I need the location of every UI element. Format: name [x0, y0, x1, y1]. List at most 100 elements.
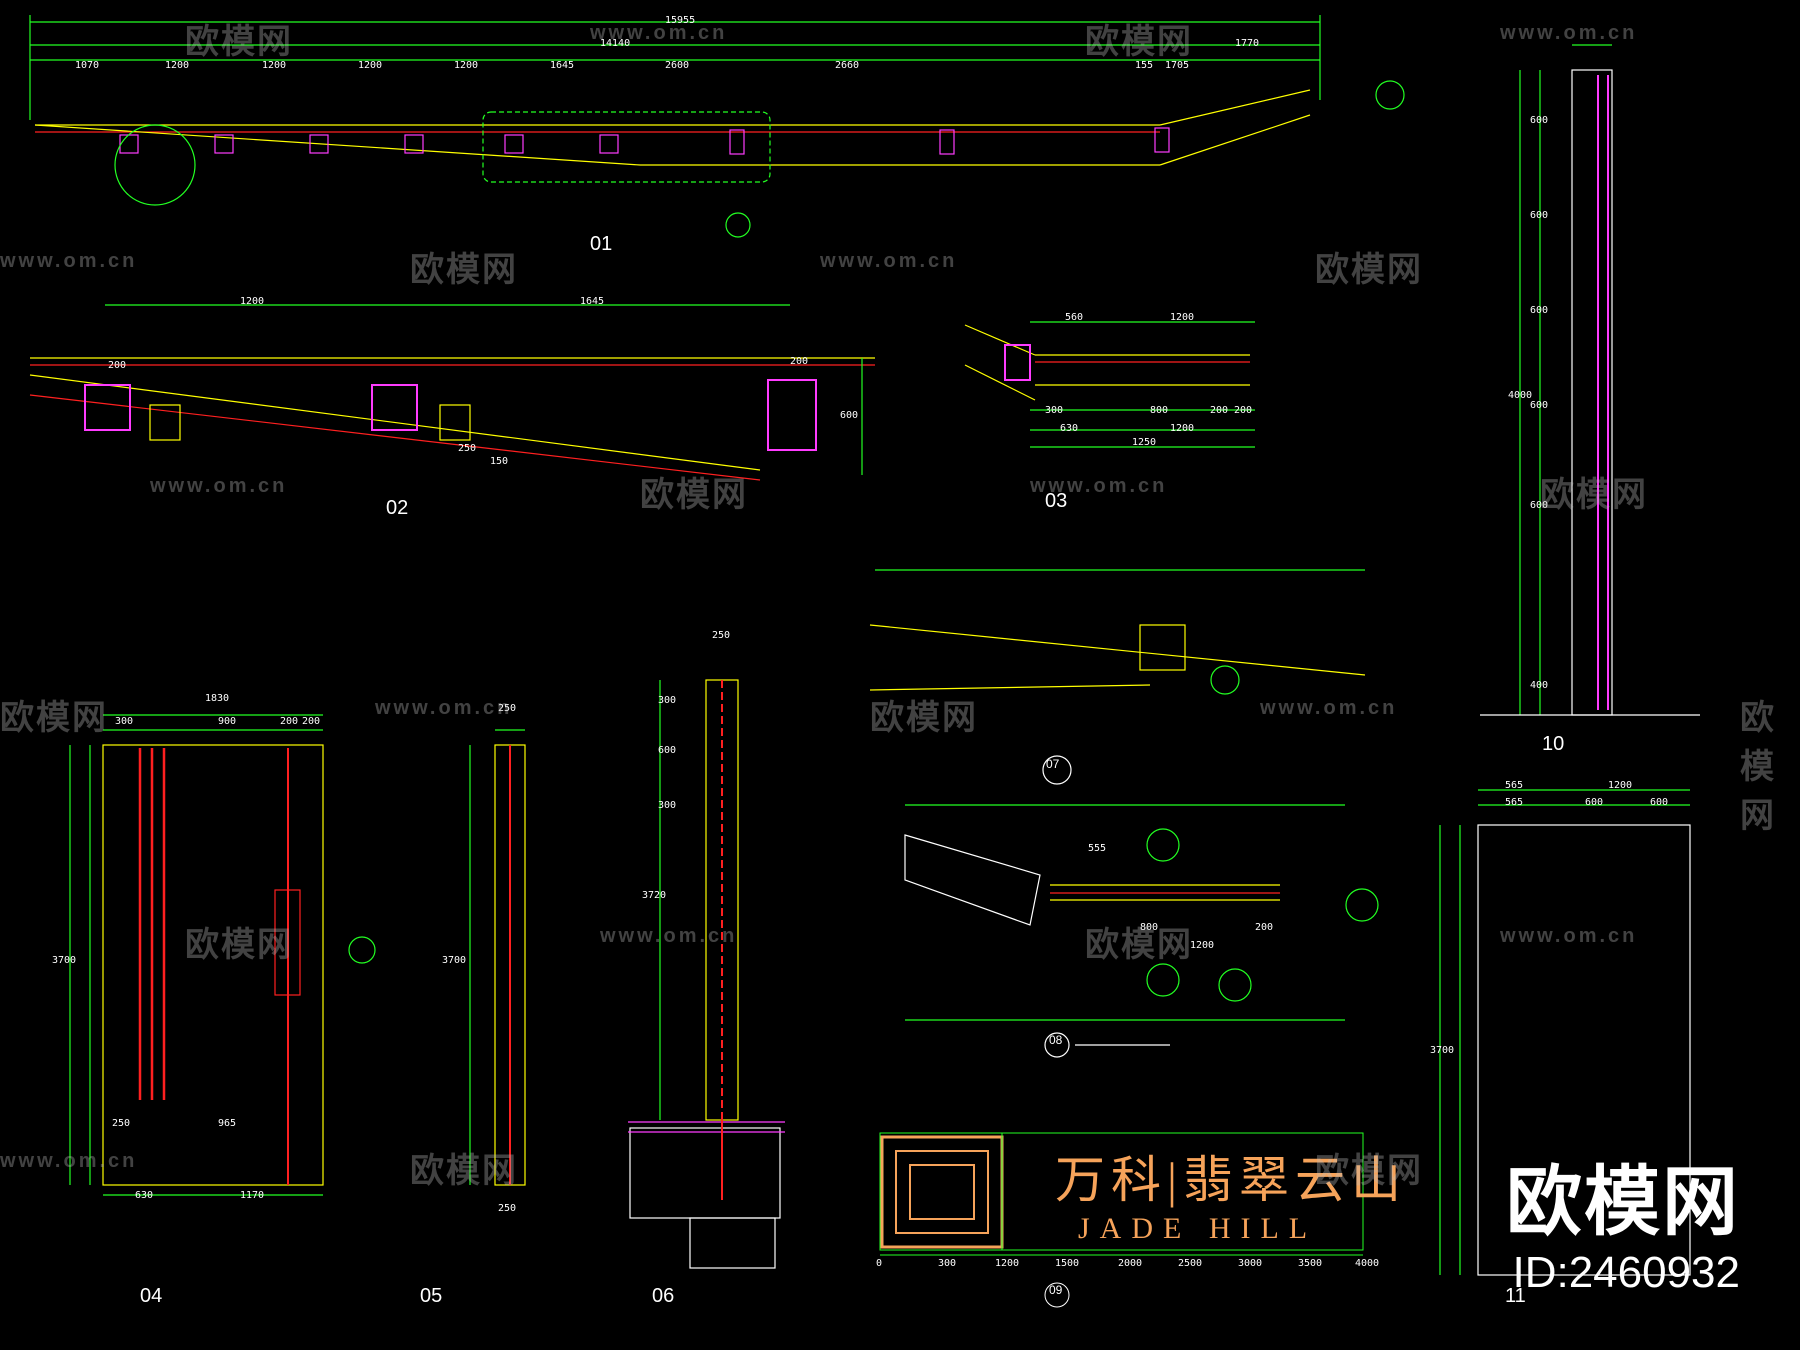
- dim-text: 555: [1088, 843, 1107, 854]
- detail-09-sign-board: [879, 1132, 1364, 1308]
- detail-label-05: 05: [420, 1285, 443, 1307]
- dim-text: 1200: [358, 60, 383, 71]
- dim-text: 0: [876, 1258, 883, 1269]
- dim-text: 300: [658, 800, 677, 811]
- watermark-logo-text: 欧模网: [1085, 926, 1193, 964]
- dim-text: 200: [108, 360, 127, 371]
- sign-english-text: JADE HILL: [1078, 1212, 1318, 1245]
- dim-text: 3720: [642, 890, 667, 901]
- brand-logo-text: 欧模网: [1506, 1160, 1740, 1245]
- dim-text: 250: [498, 703, 517, 714]
- dim-text: 800: [1150, 405, 1169, 416]
- dim-text: 15955: [665, 15, 696, 26]
- sign-chinese-text: 万科|翡翠云山: [1055, 1152, 1408, 1208]
- dim-text: 250: [112, 1118, 131, 1129]
- dim-text: 200: [790, 356, 809, 367]
- detail-03-section: [964, 321, 1255, 448]
- dim-text: 600: [1530, 115, 1549, 126]
- watermark-logo-text: 欧模网: [1315, 1152, 1423, 1190]
- dim-text: 200: [280, 716, 299, 727]
- dim-text: 3700: [52, 955, 77, 966]
- watermark-logo-text: 欧模网: [1740, 699, 1776, 835]
- watermark-logo-text: 欧模网: [1085, 23, 1193, 61]
- dim-text: 1705: [1165, 60, 1190, 71]
- watermark-logo-text: 欧模网: [410, 251, 518, 289]
- detail-label-02: 02: [386, 497, 409, 519]
- dim-text: 1200: [1608, 780, 1633, 791]
- dim-text: 2500: [1178, 1258, 1203, 1269]
- dim-text: 3000: [1238, 1258, 1263, 1269]
- dim-text: 4000: [1508, 390, 1533, 401]
- dim-text: 250: [712, 630, 731, 641]
- detail-label-11: 11: [1505, 1285, 1526, 1307]
- watermark-url: www.om.cn: [820, 250, 958, 272]
- dim-text: 2000: [1118, 1258, 1143, 1269]
- dim-text: 1070: [75, 60, 100, 71]
- dim-text: 900: [218, 716, 237, 727]
- dim-text: 1200: [454, 60, 479, 71]
- dim-text: 3700: [1430, 1045, 1455, 1056]
- dim-text: 1250: [1132, 437, 1157, 448]
- dim-text: 630: [1060, 423, 1079, 434]
- dim-text: 300: [938, 1258, 957, 1269]
- dim-text: 1200: [1170, 423, 1195, 434]
- dim-text: 155: [1135, 60, 1154, 71]
- dim-text: 300: [115, 716, 134, 727]
- dim-text: 600: [840, 410, 859, 421]
- watermark-logo-text: 欧模网: [640, 476, 748, 514]
- dim-text: 1170: [240, 1190, 265, 1201]
- dim-text: 1770: [1235, 38, 1260, 49]
- dim-text: 1500: [1055, 1258, 1080, 1269]
- detail-label-04: 04: [140, 1285, 163, 1307]
- dim-text: 1645: [550, 60, 575, 71]
- dim-text: 565: [1505, 797, 1524, 808]
- dim-text: 300: [1045, 405, 1064, 416]
- dim-text: 3500: [1298, 1258, 1323, 1269]
- dim-text: 600: [658, 745, 677, 756]
- dim-text: 630: [135, 1190, 154, 1201]
- detail-08-section: [904, 804, 1379, 1058]
- dim-text: 600: [1530, 500, 1549, 511]
- dim-text: 300: [658, 695, 677, 706]
- dim-text: 400: [1530, 680, 1549, 691]
- watermark-url: www.om.cn: [1260, 697, 1398, 719]
- detail-label-09: 09: [1049, 1283, 1063, 1297]
- dim-text: 1200: [240, 296, 265, 307]
- dim-text: 4000: [1355, 1258, 1380, 1269]
- detail-label-01: 01: [590, 233, 613, 255]
- dim-text: 200: [1234, 405, 1253, 416]
- watermark-url: www.om.cn: [0, 1150, 138, 1172]
- dim-text: 1830: [205, 693, 230, 704]
- detail-11-elevation: [1439, 789, 1691, 1276]
- watermark-logo-text: 欧模网: [1540, 476, 1648, 514]
- watermark-logo-text: 欧模网: [185, 926, 293, 964]
- dim-text: 200: [302, 716, 321, 727]
- dim-text: 600: [1650, 797, 1669, 808]
- dim-text: 600: [1585, 797, 1604, 808]
- dim-text: 3700: [442, 955, 467, 966]
- dim-text: 150: [490, 456, 509, 467]
- watermark-url: www.om.cn: [375, 697, 513, 719]
- detail-07-section: [869, 569, 1366, 785]
- watermark-logo-text: 欧模网: [0, 699, 108, 737]
- watermark-url: www.om.cn: [0, 250, 138, 272]
- dim-text: 1200: [995, 1258, 1020, 1269]
- dim-text: 1645: [580, 296, 605, 307]
- dim-text: 1200: [165, 60, 190, 71]
- watermark-url: www.om.cn: [590, 22, 728, 44]
- watermark-logo-text: 欧模网: [1315, 251, 1423, 289]
- watermark-url: www.om.cn: [1500, 925, 1638, 947]
- detail-06-column-section: [628, 679, 785, 1269]
- detail-04-elevation: [69, 714, 376, 1196]
- dim-text: 250: [458, 443, 477, 454]
- dim-text: 560: [1065, 312, 1084, 323]
- detail-label-06: 06: [652, 1285, 675, 1307]
- dim-text: 200: [1210, 405, 1229, 416]
- dim-text: 565: [1505, 780, 1524, 791]
- dim-text: 1200: [1190, 940, 1215, 951]
- dim-text: 600: [1530, 210, 1549, 221]
- detail-label-07: 07: [1046, 757, 1060, 771]
- dim-text: 800: [1140, 922, 1159, 933]
- dim-text: 200: [1255, 922, 1274, 933]
